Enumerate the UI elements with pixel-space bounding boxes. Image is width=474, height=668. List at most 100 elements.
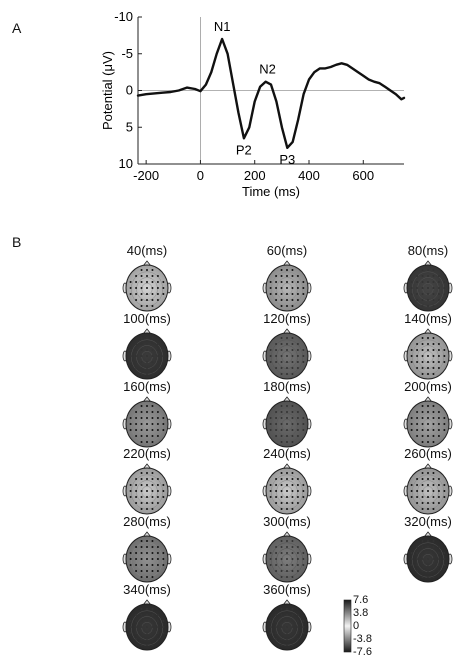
electrode-dot bbox=[416, 495, 419, 498]
electrode-dot bbox=[151, 337, 154, 340]
electrode-dot bbox=[156, 626, 159, 628]
electrode-dot bbox=[296, 434, 299, 437]
electrode-dot bbox=[280, 434, 283, 437]
electrode-dot bbox=[135, 495, 138, 498]
electrode-dot bbox=[280, 552, 283, 555]
electrode-dot bbox=[291, 428, 294, 431]
electrode-dot bbox=[151, 558, 154, 560]
electrode-dot bbox=[275, 292, 278, 295]
electrode-dot bbox=[302, 355, 305, 357]
electrode-dot bbox=[286, 546, 288, 549]
electrode-dot bbox=[421, 558, 424, 560]
electrode-dot bbox=[432, 287, 435, 289]
electrode-dot bbox=[162, 558, 165, 560]
electrode-dot bbox=[129, 552, 132, 555]
electrode-dot bbox=[302, 490, 305, 492]
electrode-dot bbox=[151, 405, 154, 408]
electrode-dot bbox=[286, 360, 288, 363]
electrode-dot bbox=[280, 490, 283, 492]
topomap-label: 320(ms) bbox=[404, 514, 452, 529]
electrode-dot bbox=[162, 428, 165, 431]
electrode-dot bbox=[296, 349, 299, 352]
electrode-dot bbox=[151, 501, 154, 504]
electrode-dot bbox=[140, 546, 143, 549]
electrode-dot bbox=[140, 411, 143, 414]
scalp-topomap bbox=[262, 531, 312, 583]
electrode-dot bbox=[427, 355, 429, 357]
electrode-dot bbox=[427, 287, 429, 289]
electrode-dot bbox=[151, 563, 154, 566]
electrode-dot bbox=[140, 281, 143, 284]
electrode-dot bbox=[421, 507, 424, 510]
electrode-dot bbox=[427, 366, 429, 369]
electrode-dot bbox=[302, 631, 305, 634]
topomap-label: 200(ms) bbox=[404, 379, 452, 394]
electrode-dot bbox=[291, 275, 294, 278]
electrode-dot bbox=[280, 411, 283, 414]
electrode-dot bbox=[296, 478, 299, 481]
electrode-dot bbox=[421, 292, 424, 295]
electrode-dot bbox=[296, 495, 299, 498]
electrode-dot bbox=[135, 349, 138, 352]
electrode-dot bbox=[437, 495, 440, 498]
x-tick-label: 400 bbox=[298, 168, 320, 183]
electrode-dot bbox=[437, 552, 440, 555]
electrode-dot bbox=[275, 275, 278, 278]
electrode-dot bbox=[421, 540, 424, 543]
electrode-dot bbox=[280, 349, 283, 352]
electrode-dot bbox=[146, 287, 148, 289]
electrode-dot bbox=[427, 478, 429, 481]
electrode-dot bbox=[156, 434, 159, 437]
electrode-dot bbox=[421, 440, 424, 443]
electrode-dot bbox=[427, 423, 429, 425]
electrode-dot bbox=[286, 552, 288, 555]
electrode-dot bbox=[416, 355, 419, 357]
electrode-dot bbox=[140, 501, 143, 504]
electrode-dot bbox=[432, 292, 435, 295]
electrode-dot bbox=[410, 552, 413, 555]
electrode-dot bbox=[280, 405, 283, 408]
electrode-dot bbox=[129, 558, 132, 560]
electrode-dot bbox=[421, 355, 424, 357]
electrode-dot bbox=[286, 366, 288, 369]
electrode-dot bbox=[302, 417, 305, 420]
electrode-dot bbox=[416, 552, 419, 555]
electrode-dot bbox=[146, 423, 148, 425]
electrode-dot bbox=[151, 490, 154, 492]
scalp-topomap bbox=[403, 531, 453, 583]
electrode-dot bbox=[280, 626, 283, 628]
electrode-dot bbox=[291, 360, 294, 363]
x-tick-label: 600 bbox=[352, 168, 374, 183]
electrode-dot bbox=[156, 563, 159, 566]
electrode-dot bbox=[421, 495, 424, 498]
topomap-label: 120(ms) bbox=[263, 311, 311, 326]
electrode-dot bbox=[280, 558, 283, 560]
electrode-dot bbox=[156, 417, 159, 420]
electrode-dot bbox=[146, 298, 148, 301]
electrode-dot bbox=[280, 546, 283, 549]
electrode-dot bbox=[162, 292, 165, 295]
electrode-dot bbox=[275, 546, 278, 549]
electrode-dot bbox=[280, 643, 283, 646]
electrode-dot bbox=[275, 411, 278, 414]
electrode-dot bbox=[416, 417, 419, 420]
electrode-dot bbox=[291, 349, 294, 352]
electrode-dot bbox=[151, 546, 154, 549]
electrode-dot bbox=[286, 507, 288, 510]
electrode-dot bbox=[280, 337, 283, 340]
electrode-dot bbox=[291, 304, 294, 307]
electrode-dot bbox=[146, 631, 148, 634]
electrode-dot bbox=[416, 484, 419, 487]
electrode-dot bbox=[129, 287, 132, 289]
topomap-label: 280(ms) bbox=[123, 514, 171, 529]
scalp-topomap bbox=[262, 396, 312, 448]
scalp-topomap bbox=[403, 396, 453, 448]
electrode-dot bbox=[416, 490, 419, 492]
electrode-dot bbox=[151, 428, 154, 431]
electrode-dot bbox=[151, 360, 154, 363]
electrode-dot bbox=[280, 423, 283, 425]
electrode-dot bbox=[135, 563, 138, 566]
electrode-dot bbox=[296, 484, 299, 487]
electrode-dot bbox=[443, 563, 446, 566]
topomap-label: 100(ms) bbox=[123, 311, 171, 326]
